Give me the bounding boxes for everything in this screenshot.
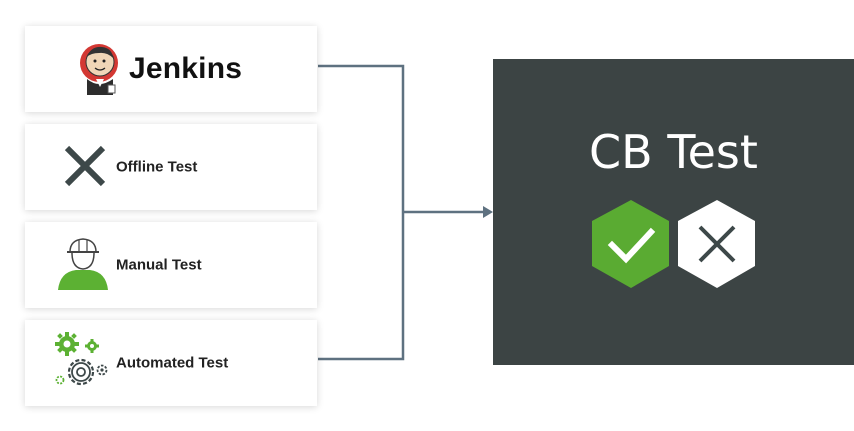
connector-jenkins [318, 64, 405, 212]
source-card-automated-test: Automated Test [25, 320, 317, 406]
connector-automated [318, 212, 405, 361]
worker-hardhat-icon [58, 238, 108, 290]
fail-x-hexagon-icon [678, 200, 755, 288]
result-status-icons [592, 200, 755, 288]
source-label-jenkins: Jenkins [129, 52, 243, 85]
source-card-manual-test: Manual Test [25, 222, 317, 308]
source-label-manual-test: Manual Test [116, 256, 202, 274]
source-card-offline-test: Offline Test [25, 124, 317, 210]
x-cross-icon [64, 145, 106, 187]
pass-check-hexagon-icon [592, 200, 669, 288]
result-title: CB Test [589, 125, 758, 179]
result-panel: CB Test [493, 59, 854, 365]
arrow-head [483, 206, 493, 218]
jenkins-logo-icon [80, 44, 118, 95]
source-label-automated-test: Automated Test [116, 354, 229, 372]
source-label-offline-test: Offline Test [116, 158, 198, 176]
source-card-jenkins: Jenkins [25, 26, 317, 112]
gears-icon [55, 332, 108, 386]
